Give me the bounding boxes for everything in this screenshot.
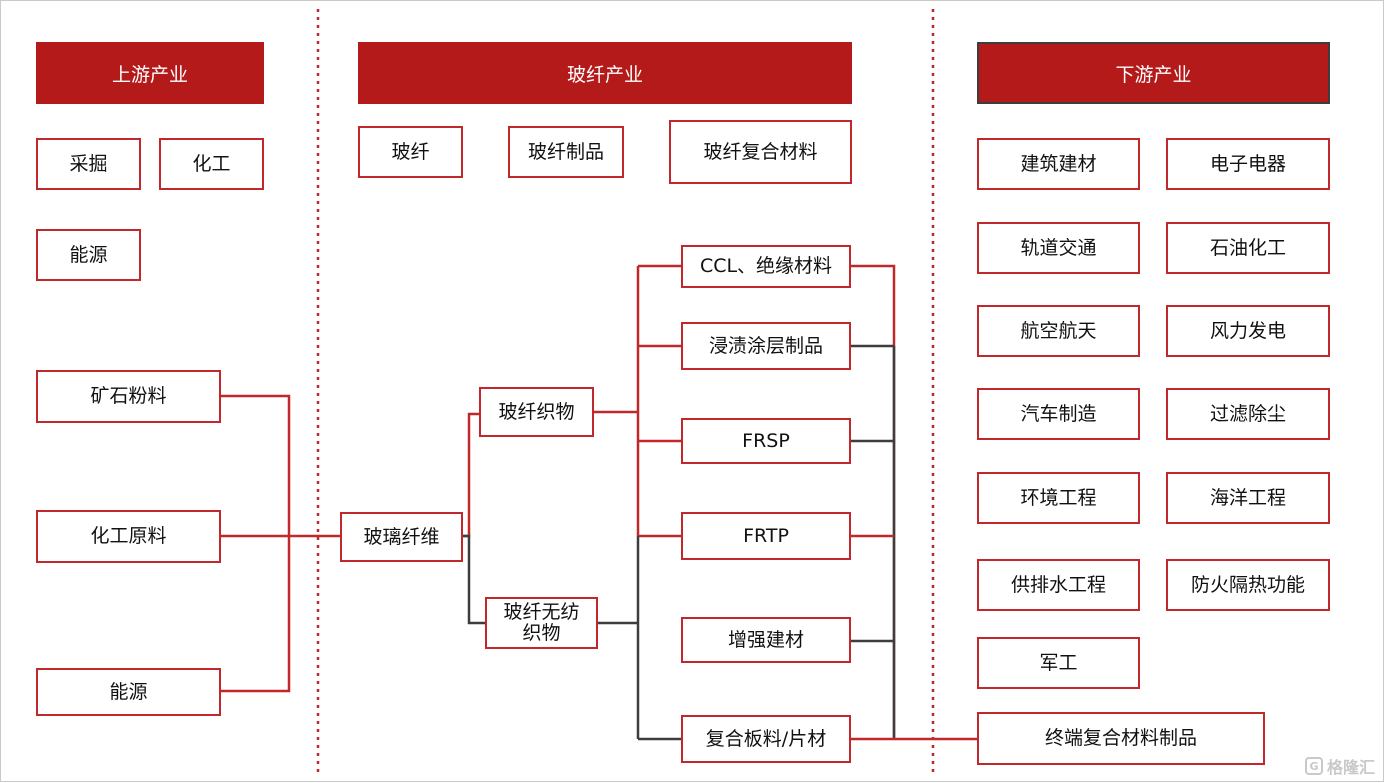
midstream-category: 玻纤制品	[508, 126, 624, 178]
downstream-application: 军工	[977, 637, 1140, 689]
connector-products-merge-dark	[851, 344, 894, 643]
connector-core-to-fabric	[463, 412, 479, 538]
midstream-product: FRSP	[681, 418, 851, 464]
glass-fiber-core: 玻璃纤维	[340, 512, 463, 562]
midstream-category: 玻纤复合材料	[669, 120, 852, 184]
upstream-input: 化工原料	[36, 510, 221, 563]
downstream-header: 下游产业	[977, 42, 1330, 104]
midstream-product: FRTP	[681, 512, 851, 560]
downstream-application: 汽车制造	[977, 388, 1140, 440]
downstream-application: 航空航天	[977, 305, 1140, 357]
midstream-category: 玻纤	[358, 126, 463, 178]
g-logo-icon: G	[1304, 757, 1323, 775]
watermark: G 格隆汇	[1304, 755, 1375, 777]
downstream-application: 电子电器	[1166, 138, 1330, 190]
upstream-input: 矿石粉料	[36, 370, 221, 423]
upstream-input: 能源	[36, 668, 221, 716]
connector-core-to-nonwoven	[463, 534, 485, 625]
fiber-fabric: 玻纤织物	[479, 387, 594, 437]
connector-fabric-branches	[638, 264, 681, 538]
upstream-category: 化工	[159, 138, 264, 190]
downstream-application: 过滤除尘	[1166, 388, 1330, 440]
fiber-nonwoven-label: 玻纤无纺织物	[503, 601, 580, 644]
downstream-application: 海洋工程	[1166, 472, 1330, 524]
downstream-application: 防火隔热功能	[1166, 559, 1330, 611]
fiber-nonwoven: 玻纤无纺织物	[485, 597, 598, 649]
connector-raw-materials-bracket	[221, 394, 291, 693]
downstream-application: 轨道交通	[977, 222, 1140, 274]
upstream-header: 上游产业	[36, 42, 264, 104]
watermark-text: 格隆汇	[1326, 758, 1375, 777]
midstream-product: 增强建材	[681, 617, 851, 663]
midstream-product: 浸渍涂层制品	[681, 322, 851, 370]
terminal-product: 终端复合材料制品	[977, 712, 1265, 765]
downstream-application: 石油化工	[1166, 222, 1330, 274]
downstream-application: 供排水工程	[977, 559, 1140, 611]
downstream-application: 风力发电	[1166, 305, 1330, 357]
downstream-application: 建筑建材	[977, 138, 1140, 190]
midstream-product: 复合板料/片材	[681, 715, 851, 763]
connector-products-trunk-top	[851, 264, 896, 739]
upstream-category: 采掘	[36, 138, 141, 190]
midstream-header: 玻纤产业	[358, 42, 852, 104]
upstream-category: 能源	[36, 229, 141, 281]
midstream-product: CCL、绝缘材料	[681, 245, 851, 288]
downstream-application: 环境工程	[977, 472, 1140, 524]
